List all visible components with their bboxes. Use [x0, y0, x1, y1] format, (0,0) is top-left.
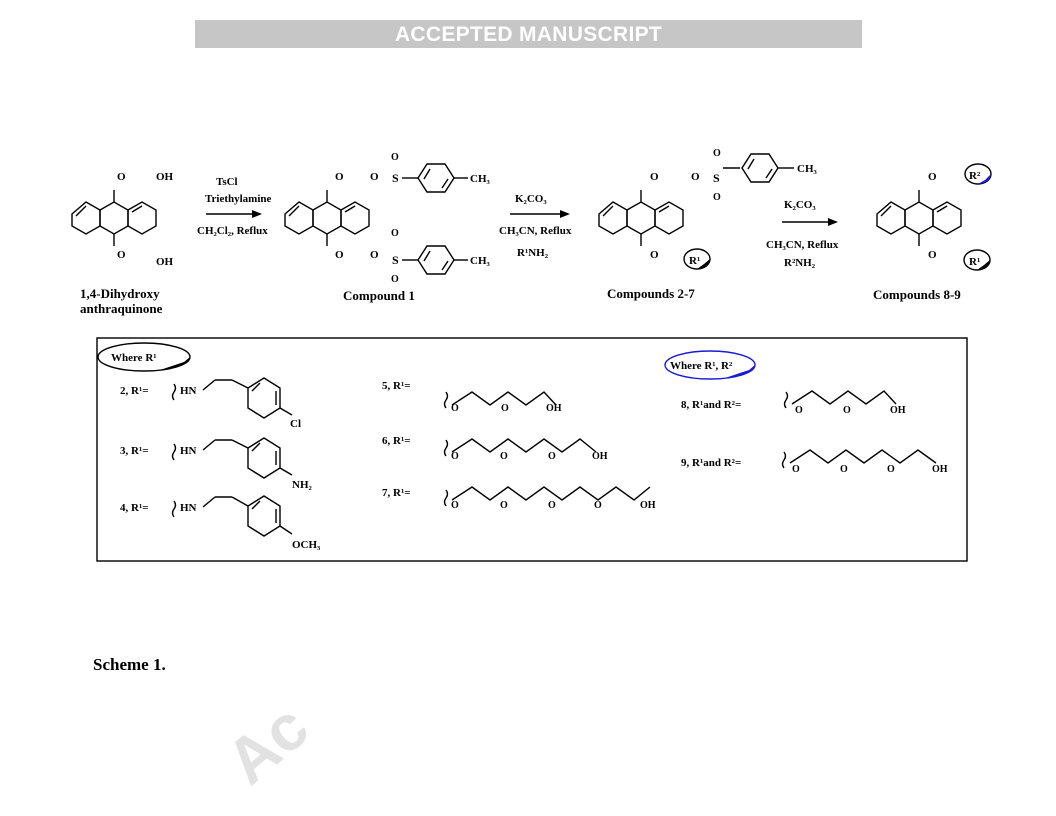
compound-label: Compounds 8-9	[873, 287, 961, 302]
atom-oh: OH	[890, 405, 906, 416]
where-r1-label: Where R¹	[111, 352, 157, 364]
atom-o: O	[843, 405, 851, 416]
atom-hn: HN	[180, 445, 197, 457]
atom-o: O	[691, 171, 700, 183]
atom-o: O	[795, 405, 803, 416]
reagent-text: Triethylamine	[205, 193, 272, 205]
atom-cl: Cl	[290, 418, 301, 430]
arrow-head	[252, 210, 262, 218]
atom-oh: OH	[156, 171, 174, 183]
substituent-label: 2, R¹=	[120, 385, 149, 397]
phenyl-ring	[247, 437, 281, 479]
atom-nh2: NH₂	[292, 479, 313, 491]
r1-label: R¹	[689, 255, 700, 267]
atom-s: S	[392, 253, 399, 267]
scheme-caption: Scheme 1.	[93, 655, 166, 674]
atom-o: O	[500, 500, 508, 511]
compound-1-structure	[284, 189, 370, 247]
atom-o: O	[451, 500, 459, 511]
compound-8-9-structure	[876, 189, 962, 247]
atom-o: O	[928, 171, 937, 183]
atom-ch3: CH₃	[470, 255, 491, 267]
atom-hn: HN	[180, 502, 197, 514]
atom-o: O	[391, 274, 399, 285]
reagent-text: R²NH₂	[784, 257, 816, 269]
substituent-label: 9, R¹and R²=	[681, 457, 741, 469]
substituent-label: 7, R¹=	[382, 487, 411, 499]
reagent-text: K₂CO₃	[515, 193, 547, 205]
substituent-label: 4, R¹=	[120, 502, 149, 514]
phenyl-ring	[247, 377, 281, 419]
substituent-label: 3, R¹=	[120, 445, 149, 457]
atom-o: O	[594, 500, 602, 511]
atom-o: O	[713, 192, 721, 203]
atom-och3: OCH₃	[292, 539, 321, 551]
r2-label: R²	[969, 170, 981, 182]
r1-circle-shade	[977, 260, 990, 270]
atom-oh: OH	[546, 403, 562, 414]
reagent-text: TsCl	[216, 176, 238, 188]
atom-s: S	[392, 171, 399, 185]
where-r1r2-label: Where R¹, R²	[670, 360, 733, 372]
atom-o: O	[451, 451, 459, 462]
tosyl-ring	[417, 245, 455, 275]
reagent-text: CH₃CN, Reflux	[766, 239, 839, 251]
atom-o: O	[548, 451, 556, 462]
substituent-legend-box	[96, 337, 968, 562]
tosyl-ring	[741, 153, 779, 183]
atom-o: O	[840, 464, 848, 475]
atom-oh: OH	[156, 256, 174, 268]
dihydroxyanthraquinone-structure	[71, 189, 157, 247]
atom-oh: OH	[640, 500, 656, 511]
atom-o: O	[451, 403, 459, 414]
atom-oh: OH	[932, 464, 948, 475]
atom-o: O	[117, 249, 126, 261]
atom-o: O	[391, 152, 399, 163]
atom-o: O	[501, 403, 509, 414]
atom-o: O	[335, 249, 344, 261]
atom-o: O	[887, 464, 895, 475]
where-r1-badge-shade	[160, 357, 190, 370]
substituent-label: 8, R¹and R²=	[681, 399, 741, 411]
r1-label: R¹	[969, 256, 980, 268]
atom-oh: OH	[592, 451, 608, 462]
atom-o: O	[792, 464, 800, 475]
phenyl-ring	[247, 495, 281, 537]
atom-ch3: CH₃	[470, 173, 491, 185]
start-material-name: anthraquinone	[80, 301, 163, 316]
reagent-text: K₂CO₃	[784, 199, 816, 211]
atom-ch3: CH₃	[797, 163, 818, 175]
atom-o: O	[500, 451, 508, 462]
arrow-head	[560, 210, 570, 218]
atom-o: O	[650, 171, 659, 183]
reagent-text: CH₃CN, Reflux	[499, 225, 572, 237]
reagent-text: R¹NH₂	[517, 247, 549, 259]
atom-o: O	[391, 228, 399, 239]
accepted-manuscript-banner: ACCEPTED MANUSCRIPT	[195, 20, 862, 48]
atom-o: O	[117, 171, 126, 183]
reagent-text: CH₂Cl₂, Reflux	[197, 225, 268, 237]
atom-o: O	[370, 249, 379, 261]
tosyl-ring	[417, 163, 455, 193]
atom-o: O	[650, 249, 659, 261]
start-material-name: 1,4-Dihydroxy	[80, 286, 160, 301]
substituent-label: 6, R¹=	[382, 435, 411, 447]
atom-hn: HN	[180, 385, 197, 397]
compound-label: Compounds 2-7	[607, 286, 695, 301]
atom-s: S	[713, 171, 720, 185]
where-r1r2-badge-shade	[725, 365, 755, 378]
r2-circle-shade	[978, 174, 991, 184]
atom-o: O	[928, 249, 937, 261]
atom-o: O	[713, 148, 721, 159]
substituent-label: 5, R¹=	[382, 380, 411, 392]
atom-o: O	[335, 171, 344, 183]
compound-label: Compound 1	[343, 288, 415, 303]
compound-2-7-structure	[598, 189, 684, 247]
r1-circle-shade	[697, 259, 710, 269]
atom-o: O	[548, 500, 556, 511]
arrow-head	[828, 218, 838, 226]
atom-o: O	[370, 171, 379, 183]
